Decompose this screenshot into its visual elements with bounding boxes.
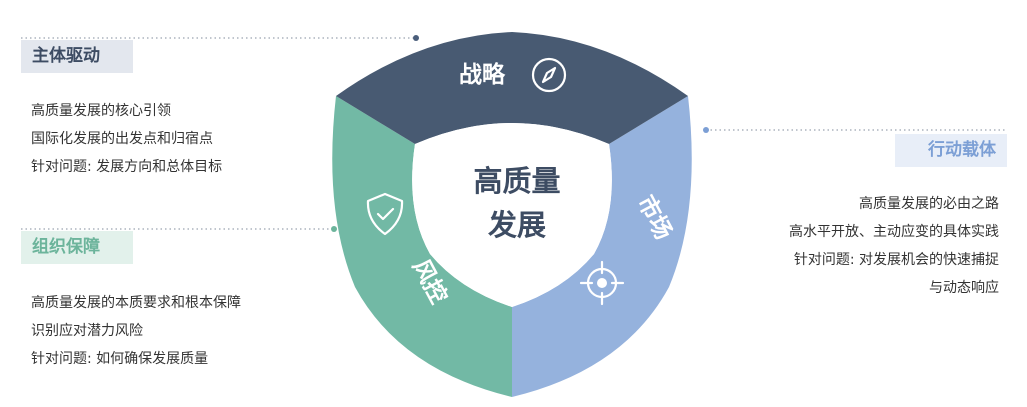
leader-dot-driver <box>413 35 419 41</box>
compass-icon <box>531 57 567 93</box>
center-core <box>412 123 612 307</box>
panel-carrier-line: 高水平开放、主动应变的具体实践 <box>789 224 999 240</box>
panel-carrier-line: 高质量发展的必由之路 <box>859 196 999 212</box>
segment-strategy-label: 战略 <box>459 61 506 88</box>
leader-dot-guarantee <box>331 226 337 232</box>
panel-driver-line: 高质量发展的核心引领 <box>31 103 171 119</box>
panel-carrier-title: 行动载体 <box>895 134 1007 167</box>
leader-dot-carrier <box>703 127 709 133</box>
panel-carrier-description: 高质量发展的必由之路 高水平开放、主动应变的具体实践 针对问题: 对发展机会的快… <box>789 190 999 302</box>
panel-driver-line: 针对问题: 发展方向和总体目标 <box>31 159 223 175</box>
panel-driver-description: 高质量发展的核心引领 国际化发展的出发点和归宿点 针对问题: 发展方向和总体目标 <box>31 97 222 181</box>
center-title-line1: 高质量 <box>473 164 560 198</box>
panel-carrier-line: 针对问题: 对发展机会的快速捕捉 <box>793 252 999 268</box>
panel-guarantee-line: 高质量发展的本质要求和根本保障 <box>31 295 241 311</box>
panel-driver-title: 主体驱动 <box>21 40 133 73</box>
panel-guarantee-title: 组织保障 <box>21 231 133 264</box>
shield-check-icon <box>366 192 404 236</box>
segment-risk-control <box>332 96 512 397</box>
segment-market <box>512 96 692 397</box>
target-icon <box>579 260 625 306</box>
panel-carrier-line: 与动态响应 <box>929 280 999 296</box>
panel-guarantee-line: 识别应对潜力风险 <box>31 323 143 339</box>
center-title-line2: 发展 <box>487 208 546 242</box>
segment-strategy <box>336 32 688 144</box>
panel-guarantee-description: 高质量发展的本质要求和根本保障 识别应对潜力风险 针对问题: 如何确保发展质量 <box>31 289 241 373</box>
leader-lines <box>21 37 1007 230</box>
panel-guarantee-line: 针对问题: 如何确保发展质量 <box>31 351 209 367</box>
panel-driver-line: 国际化发展的出发点和归宿点 <box>31 131 213 147</box>
